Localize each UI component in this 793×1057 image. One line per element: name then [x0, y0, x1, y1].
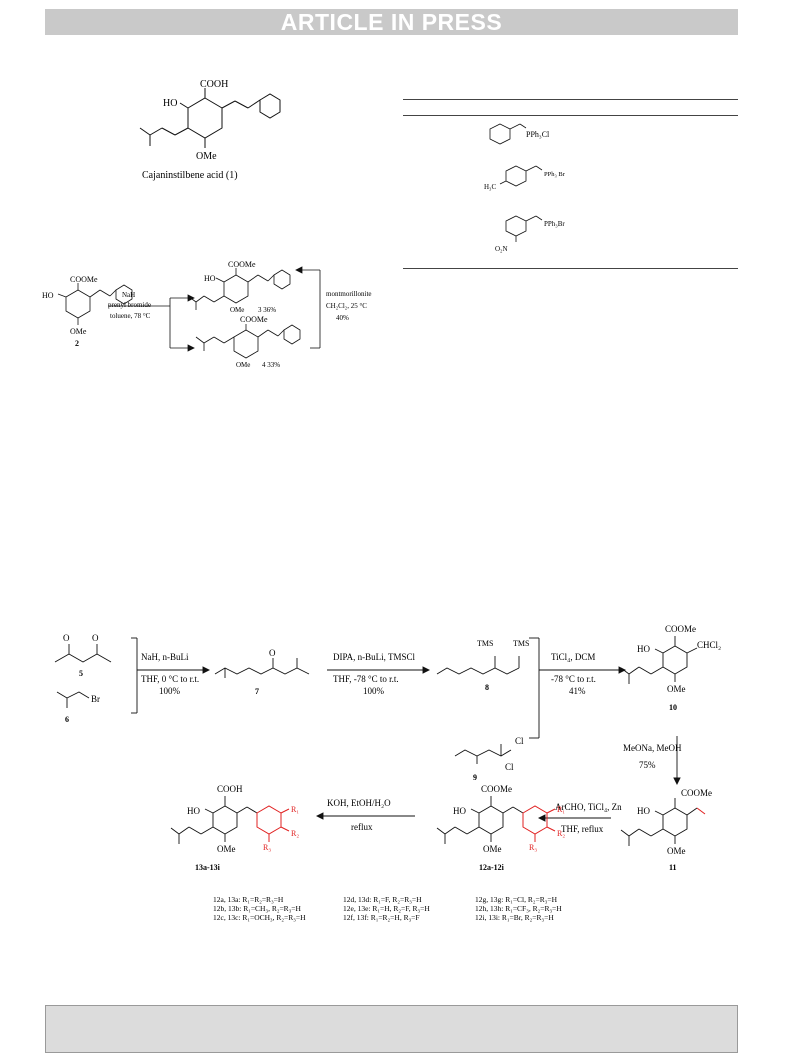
s1-cpd3-ome: OMe	[230, 306, 244, 314]
s2-cpd5-o1: O	[63, 633, 70, 643]
s2-cpd9-cl2: Cl	[505, 762, 514, 772]
fig1-cooh-label: COOH	[200, 79, 228, 90]
s1-cpd4-ome: OMe	[236, 361, 250, 369]
legend-12c-13c: 12c, 13c: R₁=OCH₃, R₂=R₃=H	[213, 913, 306, 922]
figure-cajaninstilbene-acid: COOH HO OMe Cajaninstilbene acid (1)	[139, 79, 281, 181]
s2-cpd11-label: 11	[669, 863, 677, 872]
s2-cpd13-r3: R₃	[263, 843, 271, 852]
s2-step2-condition: THF, -78 °C to r.t.	[333, 674, 399, 684]
s2-cpd13-ome: OMe	[217, 844, 236, 854]
legend-12g-13g: 12g, 13g: R₁=Cl, R₂=R₃=H	[475, 895, 558, 904]
table-reagent-3-substituent: O₂N	[495, 245, 508, 253]
s1-cpd2-label: 2	[75, 339, 79, 348]
s2-step5-reagent: ArCHO, TiCl₄, Zn	[555, 802, 622, 812]
table-header-rule	[403, 115, 738, 116]
fig1-caption: Cajaninstilbene acid (1)	[142, 170, 238, 181]
s2-cpd7-o: O	[269, 648, 276, 658]
s2-cpd12-r1: R₁	[557, 805, 565, 814]
s2-step4-yield: 75%	[639, 760, 656, 770]
s2-step6-condition: reflux	[351, 822, 373, 832]
table-top-rule	[403, 99, 738, 100]
s2-cpd5-o2: O	[92, 633, 99, 643]
s2-step1-condition: THF, 0 °C to r.t.	[141, 674, 199, 684]
s2-cpd10-ome: OMe	[667, 684, 686, 694]
s2-step4-reagent: MeONa, MeOH	[623, 743, 682, 753]
s1-condition: toluene, 78 °C	[110, 312, 151, 320]
fig1-ome-label: OMe	[196, 151, 217, 162]
s2-cpd13-r1: R₁	[291, 805, 299, 814]
scheme-2-synthesis: O O 5 Br 6 NaH, n-BuLi THF, 0 °C to r.t.…	[54, 624, 721, 922]
s2-cpd8-tms1: TMS	[477, 639, 493, 648]
fig1-ho-label: HO	[163, 98, 177, 109]
table-reagent-2-substituent: H₃C	[484, 183, 496, 191]
s2-step3-condition: -78 °C to r.t.	[551, 674, 596, 684]
table-reagent-2: PPh₃ Br	[544, 171, 566, 178]
s1-rearrangement-yield: 40%	[336, 314, 349, 322]
s2-step1-reagent: NaH, n-BuLi	[141, 652, 189, 662]
s1-cpd2-coome: COOMe	[70, 275, 98, 284]
table-reagent-3: PPh₃Br	[544, 220, 565, 228]
scheme-1-prenylation: COOMe HO OMe 2 NaH prenyl bromide toluen…	[42, 260, 372, 369]
article-in-press-banner: ARTICLE IN PRESS	[45, 9, 738, 35]
table-bottom-rule	[403, 268, 738, 269]
s2-cpd12-label: 12a-12i	[479, 863, 505, 872]
s2-cpd12-r2: R₂	[557, 829, 565, 838]
s1-reagent-1: NaH	[122, 291, 135, 299]
s1-cpd2-ho: HO	[42, 291, 54, 300]
table-reagent-structures: PPh₃Cl PPh₃ Br H₃C PPh₃Br O₂N	[484, 123, 566, 253]
s2-step6-reagent: KOH, EtOH/H₂O	[327, 798, 391, 808]
s1-cpd3-label: 3 36%	[258, 306, 276, 314]
red-aldehyde	[696, 807, 706, 815]
s1-rearrangement-solvent: CH₂Cl₂, 25 °C	[326, 302, 367, 310]
legend-12b-13b: 12b, 13b: R₁=CH₃, R₂=R₃=H	[213, 904, 302, 913]
s2-cpd13-ho: HO	[187, 806, 200, 816]
table-reagent-1: PPh₃Cl	[526, 130, 550, 139]
s2-step5-condition: THF, reflux	[561, 824, 604, 834]
s2-step2-reagent: DIPA, n-BuLi, TMSCl	[333, 652, 416, 662]
red-aryl-ring-13	[256, 805, 290, 842]
s2-cpd13-cooh: COOH	[217, 784, 243, 794]
s2-step2-yield: 100%	[363, 686, 385, 696]
s2-cpd12-ome: OMe	[483, 844, 502, 854]
s2-cpd10-label: 10	[669, 703, 677, 712]
s2-cpd6-label: 6	[65, 715, 69, 724]
s2-step3-reagent: TiCl₄, DCM	[551, 652, 595, 662]
s2-cpd7-label: 7	[255, 687, 259, 696]
s2-cpd12-coome: COOMe	[481, 784, 512, 794]
legend-12h-13h: 12h, 13h: R₁=CF₃, R₂=R₃=H	[475, 904, 562, 913]
s2-cpd13-r2: R₂	[291, 829, 299, 838]
red-aryl-ring-12	[522, 805, 556, 842]
legend-12e-13e: 12e, 13e: R₁=H, R₂=F, R₃=H	[343, 904, 430, 913]
legend-12i-13i: 12i, 13i: R₁=Br, R₂=R₃=H	[475, 913, 554, 922]
s1-cpd4-coome: COOMe	[240, 315, 268, 324]
legend-12a-13a: 12a, 13a: R₁=R₂=R₃=H	[213, 895, 284, 904]
s2-cpd8-tms2: TMS	[513, 639, 529, 648]
s2-cpd12-ho: HO	[453, 806, 466, 816]
s2-cpd8-label: 8	[485, 683, 489, 692]
s2-cpd5-label: 5	[79, 669, 83, 678]
s2-cpd9-cl1: Cl	[515, 736, 524, 746]
s2-cpd6-br: Br	[91, 694, 100, 704]
s2-cpd11-coome: COOMe	[681, 788, 712, 798]
s2-cpd9-label: 9	[473, 773, 477, 782]
s2-cpd10-ho: HO	[637, 644, 650, 654]
s2-cpd11-ome: OMe	[667, 846, 686, 856]
s2-step3-yield: 41%	[569, 686, 586, 696]
s1-cpd3-coome: COOMe	[228, 260, 256, 269]
s1-cpd3-ho: HO	[204, 274, 216, 283]
legend-12d-13d: 12d, 13d: R₁=F, R₂=R₃=H	[343, 895, 422, 904]
s2-cpd12-r3: R₃	[529, 843, 537, 852]
s2-cpd10-chcl2: CHCl₂	[697, 640, 721, 650]
s2-cpd13-label: 13a-13i	[195, 863, 221, 872]
s1-cpd2-ome: OMe	[70, 327, 87, 336]
s1-rearrangement-reagent: montmorillonite	[326, 290, 372, 298]
footer-citation-box	[45, 1005, 738, 1053]
s2-cpd10-coome: COOMe	[665, 624, 696, 634]
s2-step1-yield: 100%	[159, 686, 181, 696]
s2-cpd11-ho: HO	[637, 806, 650, 816]
s1-cpd4-label: 4 33%	[262, 361, 280, 369]
legend-12f-13f: 12f, 13f: R₁=R₂=H, R₃=F	[343, 913, 420, 922]
s1-reagent-2: prenyl bromide	[108, 301, 151, 309]
